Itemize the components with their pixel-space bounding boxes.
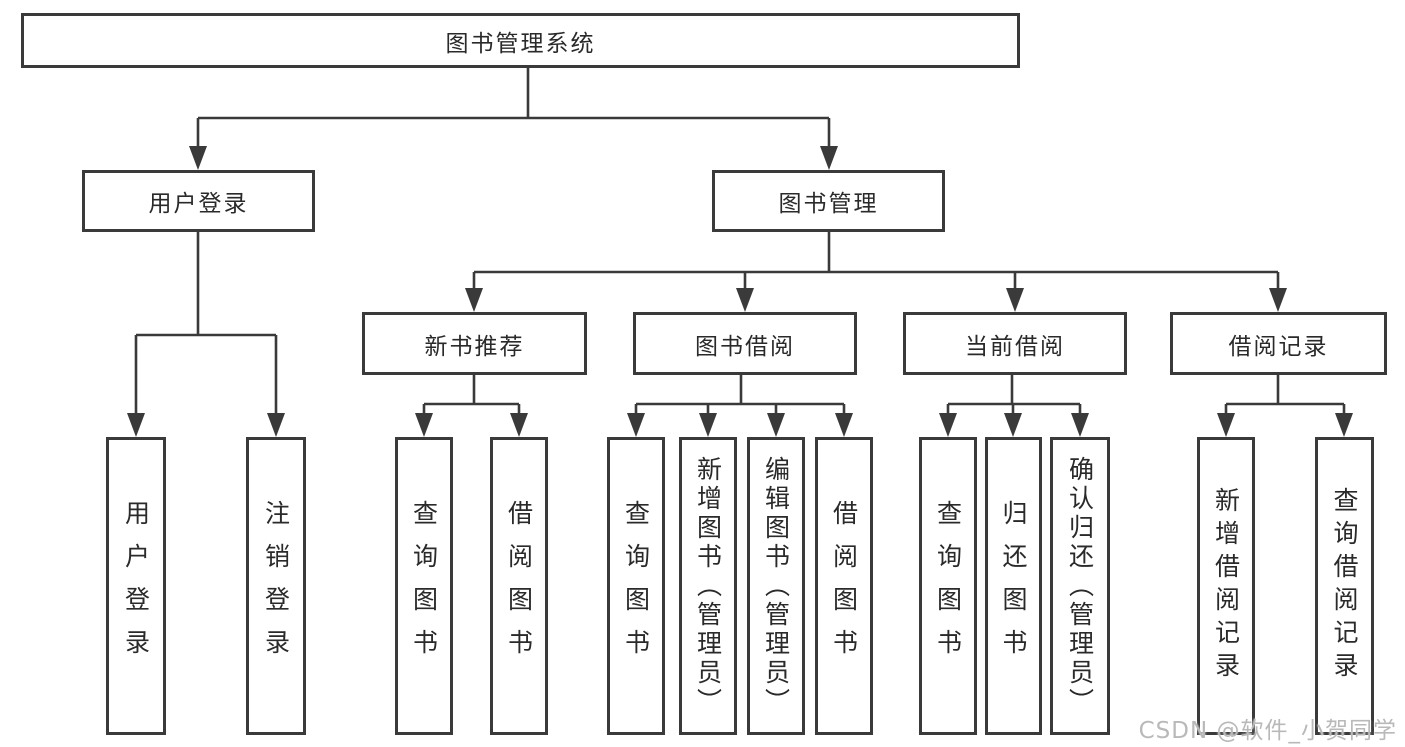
leaf-br-add-record-label: 新增借阅记录 (1211, 487, 1241, 685)
leaf-user-login: 用户登录 (106, 437, 166, 735)
node-book-borrow-label: 图书借阅 (695, 333, 795, 360)
leaf-nb-borrow-books: 借阅图书 (490, 437, 548, 735)
arrowhead-icon (736, 288, 754, 312)
leaf-bb-query-books-label: 查询图书 (621, 500, 651, 672)
leaf-bb-edit-books-admin: 编辑图书（管理员） (747, 437, 805, 735)
node-root: 图书管理系统 (21, 13, 1020, 68)
node-root-label: 图书管理系统 (445, 30, 596, 57)
arrowhead-icon (1071, 413, 1089, 437)
leaf-cb-query-books-label: 查询图书 (933, 500, 963, 672)
edge-current-borrow-children (939, 375, 1089, 437)
arrowhead-icon (465, 288, 483, 312)
node-book-mgmt-label: 图书管理 (778, 191, 879, 217)
leaf-user-login-label: 用户登录 (121, 500, 151, 672)
node-current-borrow-label: 当前借阅 (965, 333, 1065, 360)
arrowhead-icon (767, 413, 785, 437)
leaf-logout: 注销登录 (246, 437, 306, 735)
node-borrow-records-label: 借阅记录 (1228, 333, 1329, 360)
node-borrow-records: 借阅记录 (1170, 312, 1387, 375)
edge-user-login-children (127, 232, 285, 437)
leaf-nb-query-books: 查询图书 (395, 437, 453, 735)
arrowhead-icon (820, 146, 838, 170)
node-new-books-label: 新书推荐 (424, 333, 525, 360)
leaf-br-add-record: 新增借阅记录 (1197, 437, 1255, 735)
arrowhead-icon (627, 413, 645, 437)
leaf-bb-edit-books-admin-label: 编辑图书（管理员） (761, 455, 791, 717)
arrowhead-icon (415, 413, 433, 437)
edge-root-children (189, 68, 838, 170)
arrowhead-icon (1335, 413, 1353, 437)
leaf-nb-query-books-label: 查询图书 (409, 500, 439, 672)
arrowhead-icon (939, 413, 957, 437)
node-book-mgmt: 图书管理 (712, 170, 945, 232)
arrowhead-icon (835, 413, 853, 437)
leaf-bb-add-books-admin: 新增图书（管理员） (679, 437, 737, 735)
arrowhead-icon (267, 413, 285, 437)
node-user-login-label: 用户登录 (148, 191, 249, 217)
arrowhead-icon (1006, 288, 1024, 312)
leaf-br-query-record-label: 查询借阅记录 (1330, 487, 1359, 685)
leaf-bb-borrow-books: 借阅图书 (815, 437, 873, 735)
arrowhead-icon (1004, 413, 1022, 437)
arrowhead-icon (699, 413, 717, 437)
edge-book-mgmt-children (465, 232, 1287, 312)
edge-borrow-records-children (1217, 375, 1353, 437)
node-new-books: 新书推荐 (362, 312, 587, 375)
leaf-cb-return-books-label: 归还图书 (999, 500, 1028, 672)
leaf-bb-query-books: 查询图书 (607, 437, 665, 735)
arrowhead-icon (127, 413, 145, 437)
edge-new-books-children (415, 375, 528, 437)
arrowhead-icon (1217, 413, 1235, 437)
node-current-borrow: 当前借阅 (903, 312, 1127, 375)
arrowhead-icon (189, 146, 207, 170)
node-user-login: 用户登录 (82, 170, 315, 232)
edge-book-borrow-children (627, 375, 853, 437)
leaf-nb-borrow-books-label: 借阅图书 (504, 500, 534, 672)
node-book-borrow: 图书借阅 (633, 312, 857, 375)
leaf-logout-label: 注销登录 (261, 500, 291, 672)
leaf-cb-confirm-return-admin-label: 确认归还（管理员） (1065, 455, 1095, 717)
csdn-watermark: CSDN @软件_小贺同学 (1138, 718, 1397, 744)
arrowhead-icon (1269, 288, 1287, 312)
leaf-bb-borrow-books-label: 借阅图书 (829, 500, 859, 672)
leaf-cb-return-books: 归还图书 (985, 437, 1042, 735)
arrowhead-icon (510, 413, 528, 437)
leaf-br-query-record: 查询借阅记录 (1315, 437, 1374, 735)
leaf-bb-add-books-admin-label: 新增图书（管理员） (693, 455, 723, 717)
leaf-cb-query-books: 查询图书 (919, 437, 977, 735)
leaf-cb-confirm-return-admin: 确认归还（管理员） (1050, 437, 1110, 735)
